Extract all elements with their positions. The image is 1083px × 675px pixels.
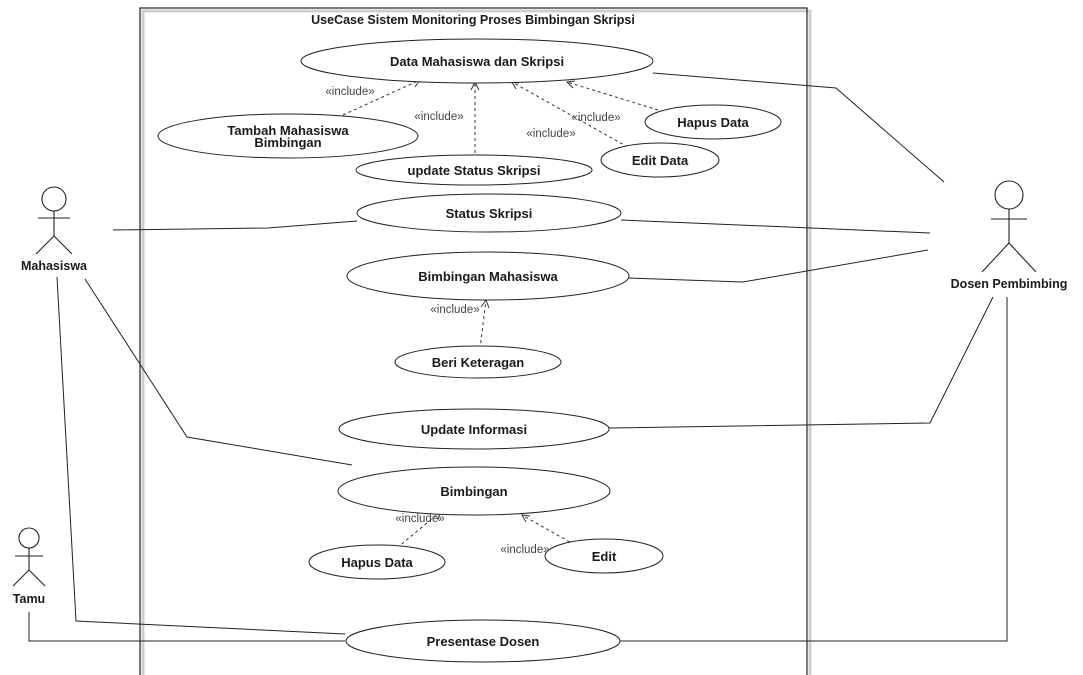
include-label: «include» — [414, 111, 463, 123]
assoc-dosen-data-mahasiswa — [652, 72, 945, 183]
assoc-dosen-bimbingan-mahasiswa — [628, 249, 929, 283]
usecase-update-informasi[interactable]: Update Informasi — [338, 408, 610, 450]
stick-figure-icon — [12, 527, 46, 587]
svg-text:Edit: Edit — [592, 549, 617, 564]
usecase-bimbingan-mahasiswa[interactable]: Bimbingan Mahasiswa — [346, 251, 630, 301]
svg-text:Beri Keteragan: Beri Keteragan — [432, 355, 525, 370]
actor-label: Mahasiswa — [21, 259, 88, 273]
system-title: UseCase Sistem Monitoring Proses Bimbing… — [311, 13, 635, 27]
svg-text:Edit Data: Edit Data — [632, 153, 689, 168]
svg-text:Hapus Data: Hapus Data — [677, 115, 749, 130]
usecase-tambah-mahasiswa-bimbingan[interactable]: Tambah Mahasiswa Bimbingan — [157, 113, 419, 159]
actor-dosen-pembimbing[interactable]: Dosen Pembimbing — [951, 180, 1068, 291]
svg-text:Status Skripsi: Status Skripsi — [446, 206, 533, 221]
include-label: «include» — [526, 128, 575, 140]
include-labels: «include» «include» «include» «include» … — [325, 86, 620, 556]
include-line-tambah — [342, 79, 421, 116]
svg-text:Presentase Dosen: Presentase Dosen — [427, 634, 540, 649]
usecase-status-skripsi[interactable]: Status Skripsi — [356, 193, 622, 233]
assoc-mahasiswa-status-skripsi — [112, 220, 358, 231]
assoc-dosen-presentase — [620, 297, 1008, 642]
include-arrowhead-hapus-data-top — [565, 80, 576, 89]
associations — [28, 72, 1008, 642]
usecase-bimbingan[interactable]: Bimbingan — [337, 466, 611, 516]
use-cases: Data Mahasiswa dan Skripsi Tambah Mahasi… — [157, 38, 782, 663]
include-arrowhead-edit — [521, 514, 531, 523]
include-label: «include» — [571, 112, 620, 124]
assoc-tamu-presentase — [28, 612, 345, 642]
stick-figure-icon — [981, 180, 1037, 273]
usecase-presentase-dosen[interactable]: Presentase Dosen — [345, 619, 621, 663]
assoc-mahasiswa-presentase — [56, 276, 346, 635]
svg-text:Bimbingan Mahasiswa: Bimbingan Mahasiswa — [418, 269, 558, 284]
svg-text:Bimbingan: Bimbingan — [254, 135, 321, 150]
include-label: «include» — [395, 513, 444, 525]
actor-label: Dosen Pembimbing — [951, 277, 1068, 291]
assoc-dosen-status-skripsi — [620, 219, 931, 234]
usecase-update-status-skripsi[interactable]: update Status Skripsi — [355, 154, 593, 186]
assoc-mahasiswa-bimbingan — [84, 278, 353, 466]
svg-text:Data Mahasiswa dan Skripsi: Data Mahasiswa dan Skripsi — [390, 54, 564, 69]
include-line-edit — [521, 514, 576, 546]
svg-text:Hapus Data: Hapus Data — [341, 555, 413, 570]
actor-mahasiswa[interactable]: Mahasiswa — [21, 186, 88, 273]
include-label: «include» — [500, 544, 549, 556]
svg-text:Bimbingan: Bimbingan — [440, 484, 507, 499]
assoc-dosen-update-informasi — [608, 296, 994, 429]
svg-text:update Status Skripsi: update Status Skripsi — [408, 163, 541, 178]
stick-figure-icon — [35, 186, 73, 255]
actor-tamu[interactable]: Tamu — [12, 527, 46, 606]
usecase-hapus-data-top[interactable]: Hapus Data — [644, 104, 782, 140]
usecase-edit[interactable]: Edit — [544, 538, 664, 574]
include-label: «include» — [325, 86, 374, 98]
include-line-hapus-data-top — [566, 81, 659, 111]
actor-label: Tamu — [13, 592, 45, 606]
svg-text:Update Informasi: Update Informasi — [421, 422, 527, 437]
usecase-data-mahasiswa-skripsi[interactable]: Data Mahasiswa dan Skripsi — [300, 38, 654, 84]
usecase-beri-keterangan[interactable]: Beri Keteragan — [394, 345, 562, 379]
include-line-beri-keterangan — [479, 299, 487, 350]
include-label: «include» — [430, 304, 479, 316]
include-line-edit-data — [511, 81, 634, 151]
system-boundary: UseCase Sistem Monitoring Proses Bimbing… — [139, 7, 812, 675]
usecase-hapus-data-bottom[interactable]: Hapus Data — [308, 544, 446, 580]
svg-text:Tambah Mahasiswa: Tambah Mahasiswa — [227, 123, 349, 138]
usecase-edit-data[interactable]: Edit Data — [600, 142, 720, 178]
